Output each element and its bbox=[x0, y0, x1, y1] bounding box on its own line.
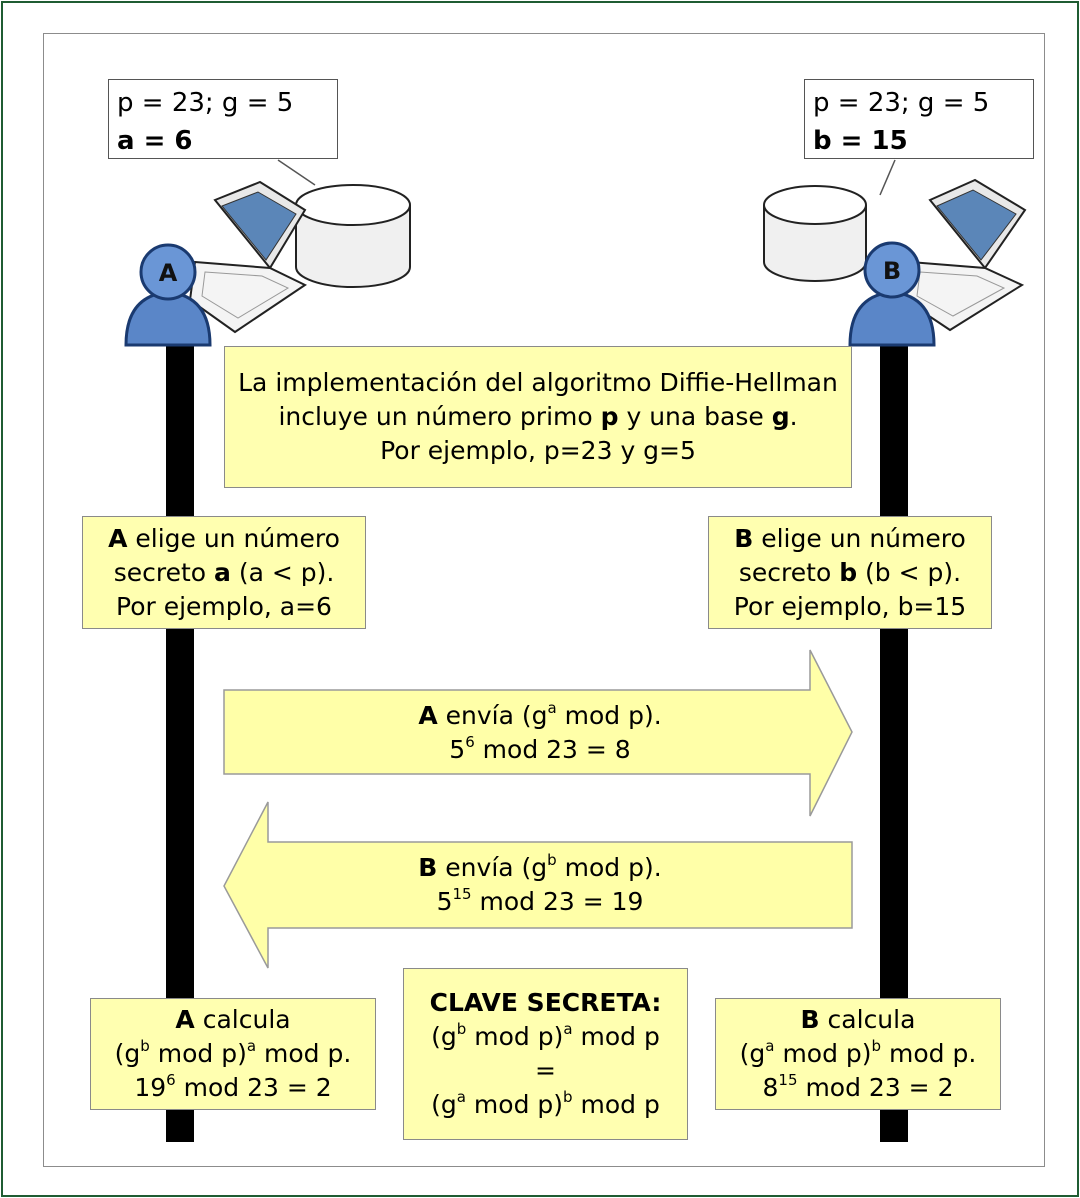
b-sends-label: B envía (gb mod p). 515 mod 23 = 19 bbox=[300, 851, 780, 919]
arrow-b-to-a bbox=[223, 801, 853, 969]
note-a: p = 23; g = 5 a = 6 bbox=[108, 79, 338, 159]
intro-line-2: incluye un número primo p y una base g. bbox=[278, 402, 798, 431]
a-sends-line-2: 56 mod 23 = 8 bbox=[449, 733, 631, 765]
arrow-a-to-b bbox=[223, 649, 853, 817]
a-choose-line-1: A elige un número bbox=[108, 523, 340, 553]
b-calc-line-1: B calcula bbox=[800, 1005, 916, 1034]
badge-a: A bbox=[159, 259, 178, 287]
secret-key-box: CLAVE SECRETA: (gb mod p)a mod p = (ga m… bbox=[403, 968, 688, 1140]
a-choose-box: A elige un número secreto a (a < p). Por… bbox=[82, 516, 366, 629]
a-sends-label: A envía (ga mod p). 56 mod 23 = 8 bbox=[300, 699, 780, 767]
callout-line-a bbox=[277, 159, 316, 186]
user-icon bbox=[124, 243, 212, 347]
secret-key-title: CLAVE SECRETA: bbox=[429, 988, 662, 1017]
note-a-secret: a = 6 bbox=[117, 126, 193, 156]
callout-line-b bbox=[879, 159, 896, 196]
note-b-params: p = 23; g = 5 bbox=[813, 88, 990, 118]
b-choose-line-2: secreto b (b < p). bbox=[738, 557, 962, 587]
b-choose-line-1: B elige un número bbox=[734, 523, 966, 553]
user-icon bbox=[848, 241, 936, 347]
b-choose-box: B elige un número secreto b (b < p). Por… bbox=[708, 516, 992, 629]
laptop-icon bbox=[903, 178, 1027, 332]
secret-key-line-1: (gb mod p)a mod p bbox=[431, 1020, 660, 1052]
note-a-params: p = 23; g = 5 bbox=[117, 88, 294, 118]
a-calc-box: A calcula (gb mod p)a mod p. 196 mod 23 … bbox=[90, 998, 376, 1110]
secret-key-equals: = bbox=[535, 1056, 556, 1085]
intro-box: La implementación del algoritmo Diffie-H… bbox=[224, 346, 852, 488]
b-choose-line-3: Por ejemplo, b=15 bbox=[733, 591, 967, 621]
b-sends-line-1: B envía (gb mod p). bbox=[418, 851, 662, 883]
intro-line-1: La implementación del algoritmo Diffie-H… bbox=[238, 368, 838, 397]
intro-line-3: Por ejemplo, p=23 y g=5 bbox=[380, 436, 696, 465]
a-choose-line-2: secreto a (a < p). bbox=[113, 557, 335, 587]
a-calc-line-1: A calcula bbox=[175, 1005, 291, 1034]
laptop-icon bbox=[188, 180, 308, 334]
b-calc-line-2: (ga mod p)b mod p. bbox=[739, 1037, 977, 1069]
a-sends-line-1: A envía (ga mod p). bbox=[418, 699, 662, 731]
a-calc-line-2: (gb mod p)a mod p. bbox=[114, 1037, 352, 1069]
note-b-secret: b = 15 bbox=[813, 126, 908, 156]
database-icon bbox=[763, 185, 867, 282]
b-calc-line-3: 815 mod 23 = 2 bbox=[762, 1071, 954, 1103]
database-icon bbox=[295, 184, 411, 288]
note-b: p = 23; g = 5 b = 15 bbox=[804, 79, 1034, 159]
badge-b: B bbox=[883, 257, 901, 285]
a-choose-line-3: Por ejemplo, a=6 bbox=[116, 591, 332, 621]
b-calc-box: B calcula (ga mod p)b mod p. 815 mod 23 … bbox=[715, 998, 1001, 1110]
b-sends-line-2: 515 mod 23 = 19 bbox=[436, 885, 644, 917]
secret-key-line-3: (ga mod p)b mod p bbox=[431, 1088, 660, 1120]
a-calc-line-3: 196 mod 23 = 2 bbox=[134, 1071, 332, 1103]
